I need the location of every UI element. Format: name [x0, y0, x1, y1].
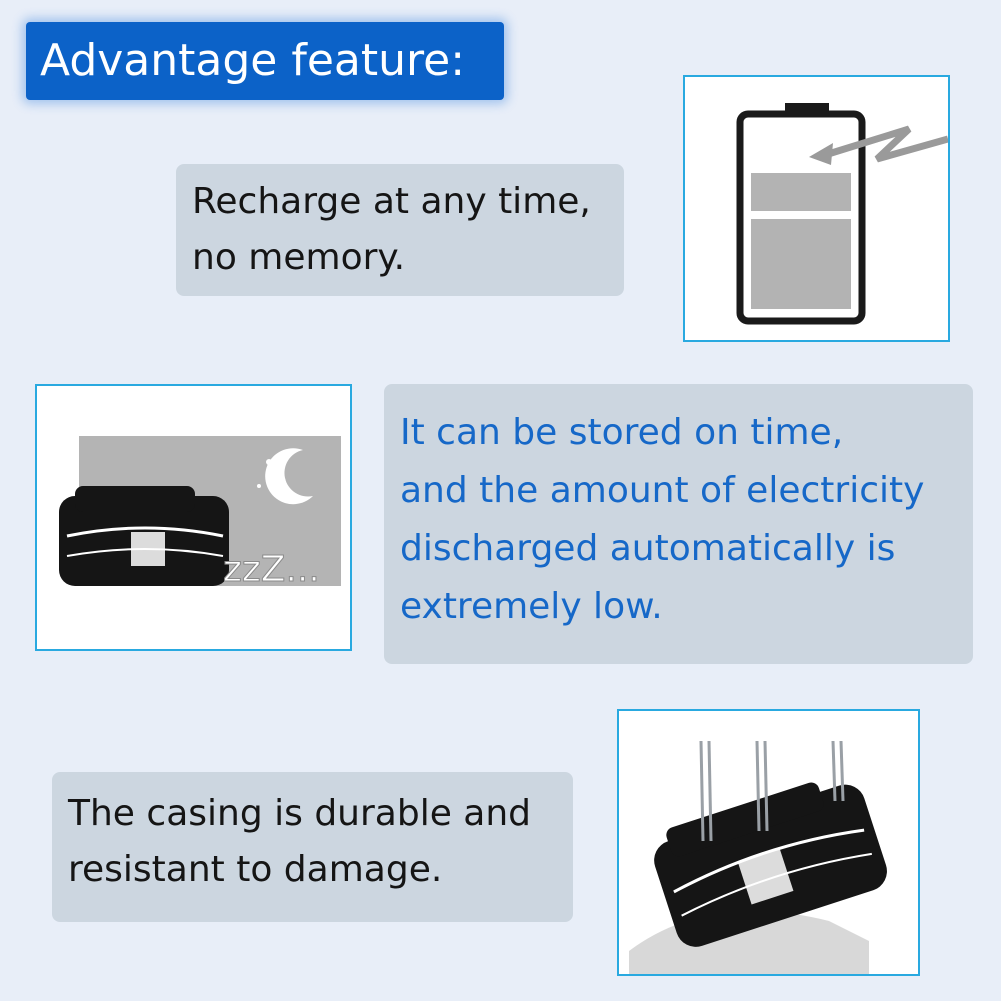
feature-storage-text: It can be stored on time, and the amount… — [384, 384, 973, 664]
feature-storage-line-3: discharged automatically is — [400, 528, 896, 569]
sleep-text: zzZ... — [223, 549, 320, 590]
feature-casing-line-2: resistant to damage. — [68, 849, 443, 890]
feature-storage-line-2: and the amount of electricity — [400, 470, 925, 511]
hanging-battery-icon — [629, 740, 887, 974]
feature-recharge-line-2: no memory. — [192, 237, 406, 278]
battery-pack-icon — [59, 486, 229, 586]
feature-storage-line-4: extremely low. — [400, 586, 663, 627]
feature-casing-text: The casing is durable and resistant to d… — [52, 772, 573, 922]
sleeping-battery-image: zzZ... — [35, 384, 352, 651]
hanging-battery-image — [617, 709, 920, 976]
feature-recharge-text: Recharge at any time, no memory. — [176, 164, 624, 296]
battery-charging-icon — [736, 103, 948, 325]
moon-icon — [265, 448, 313, 505]
page-title: Advantage feature: — [26, 22, 504, 100]
feature-casing-line-1: The casing is durable and — [68, 793, 532, 834]
sleeping-battery-icon: zzZ... — [59, 436, 341, 591]
battery-charging-image — [683, 75, 950, 342]
feature-recharge-line-1: Recharge at any time, — [192, 181, 591, 222]
feature-storage-line-1: It can be stored on time, — [400, 412, 844, 453]
